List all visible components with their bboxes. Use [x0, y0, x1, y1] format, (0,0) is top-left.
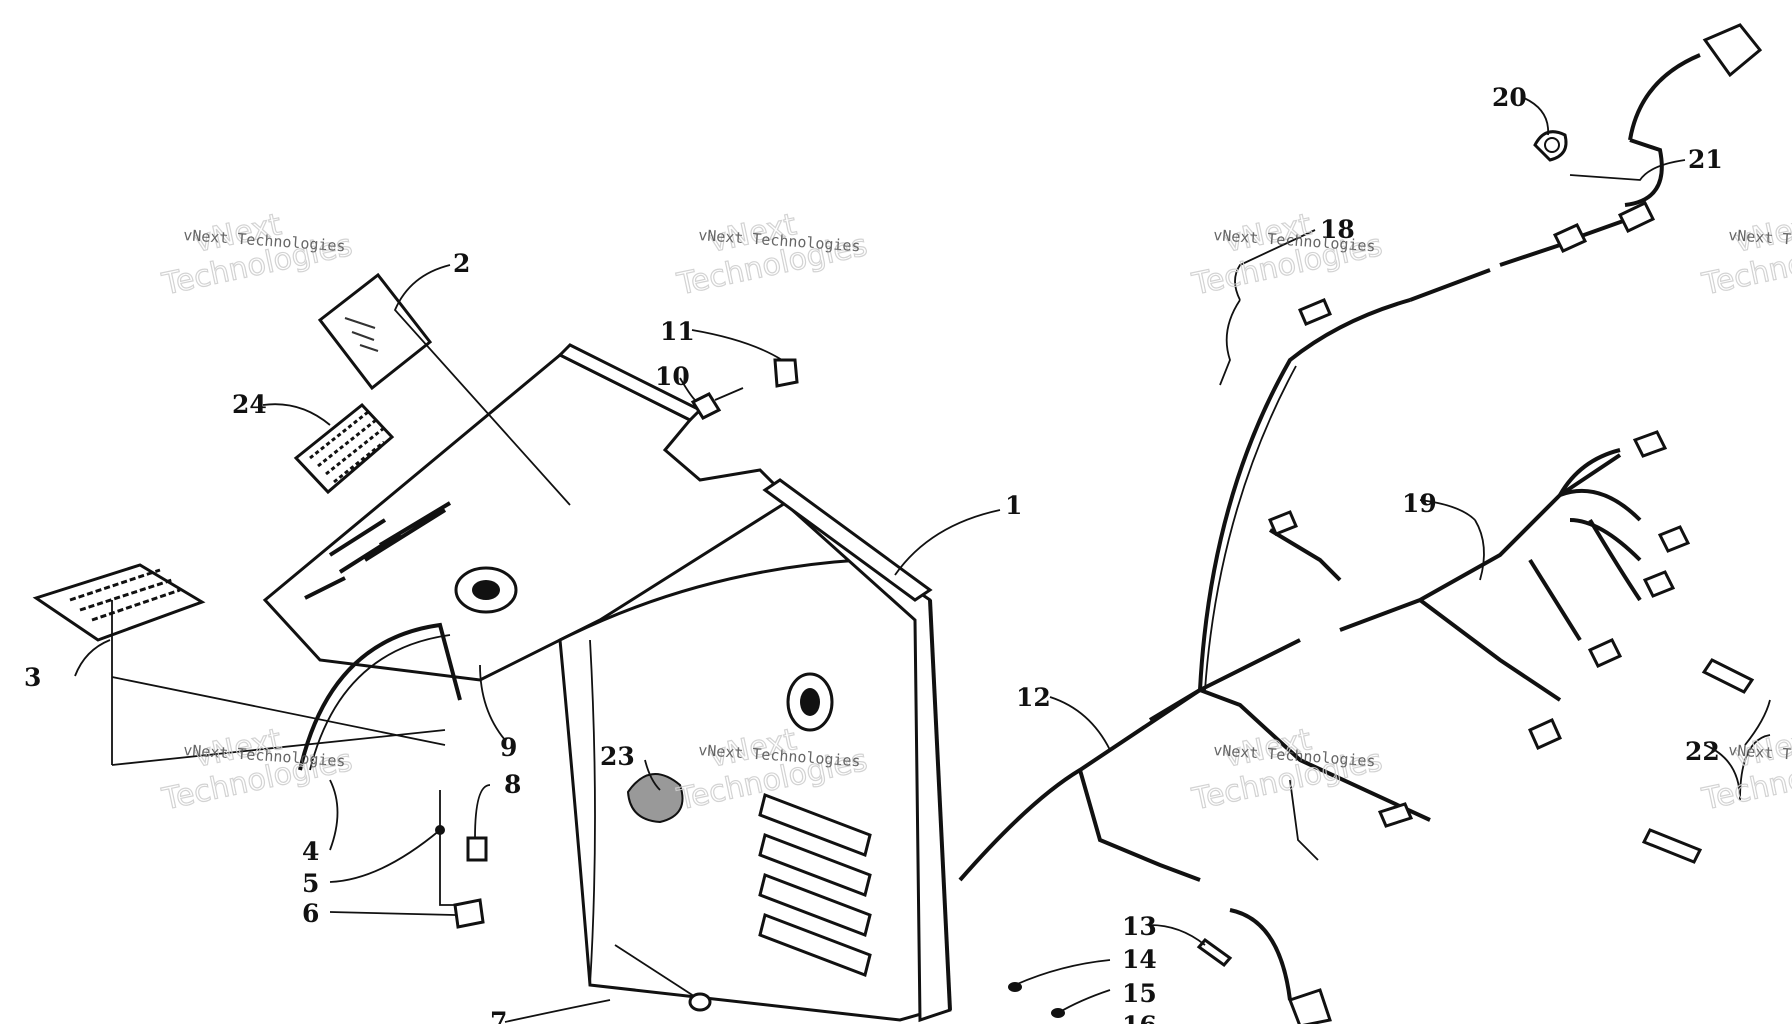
callout-23: 23 [600, 742, 635, 771]
callout-19: 19 [1402, 489, 1437, 518]
callout-24: 24 [232, 390, 267, 419]
callout-5: 5 [302, 869, 319, 898]
callout-14: 14 [1122, 945, 1157, 974]
callout-20: 20 [1492, 83, 1527, 112]
callout-4: 4 [302, 837, 319, 866]
callout-18: 18 [1320, 215, 1355, 244]
callout-1: 1 [1005, 491, 1022, 520]
decal-24 [293, 402, 395, 495]
callout-8: 8 [504, 770, 521, 799]
callout-11: 11 [660, 317, 695, 346]
callout-16: 16 [1122, 1011, 1157, 1024]
callout-15: 15 [1122, 979, 1157, 1008]
callout-10: 10 [655, 362, 690, 391]
callout-13: 13 [1122, 912, 1157, 941]
callout-22: 22 [1685, 737, 1720, 766]
hardware [435, 358, 1233, 1018]
leader-lines [74, 97, 1771, 1023]
callout-21: 21 [1688, 145, 1723, 174]
console-housing [262, 343, 952, 1023]
callout-7: 7 [490, 1007, 507, 1024]
callout-9: 9 [500, 733, 517, 762]
callout-6: 6 [302, 899, 319, 928]
decal-2 [317, 272, 433, 391]
callout-12: 12 [1016, 683, 1051, 712]
wiring-harness [958, 23, 1763, 1024]
callouts: 1 2 3 4 5 6 7 8 9 10 11 12 13 14 15 16 1… [24, 83, 1723, 1024]
callout-3: 3 [24, 663, 41, 692]
decal-3 [32, 563, 206, 642]
callout-2: 2 [453, 249, 470, 278]
